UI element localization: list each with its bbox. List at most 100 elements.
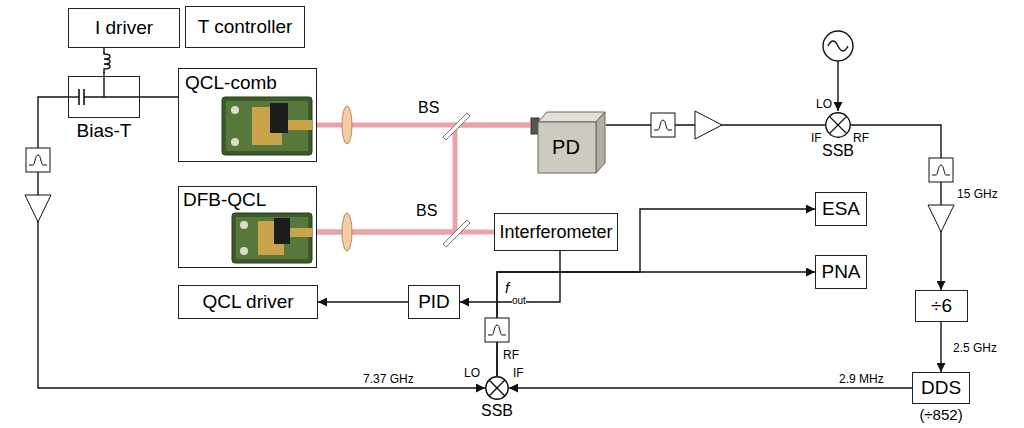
text-holder: 2.5 GHz xyxy=(952,338,998,356)
filter-box xyxy=(485,318,509,342)
port-label: LO xyxy=(816,97,832,111)
filter-box xyxy=(26,148,50,172)
detector-face xyxy=(538,122,596,173)
filter-curve xyxy=(488,325,506,335)
chip-board xyxy=(236,217,308,259)
text-holder: BS xyxy=(416,202,437,220)
coil-ground xyxy=(97,53,113,72)
signal-wire xyxy=(38,97,485,388)
chip-pad xyxy=(290,228,312,237)
node-label: DDS xyxy=(921,377,961,399)
mixer-outline xyxy=(485,376,509,400)
node-label: PD xyxy=(552,136,580,159)
filter-curve xyxy=(654,120,672,130)
text-holder: QCL-comb xyxy=(185,72,277,94)
text-holder: 15 GHz xyxy=(956,184,999,202)
amplifier-symbol xyxy=(695,111,722,139)
text-holder: PD xyxy=(538,122,594,172)
amplifier-symbol xyxy=(25,195,51,222)
wire xyxy=(69,96,79,97)
laser-box: DFB-QCL xyxy=(178,186,317,268)
text-holder: out xyxy=(512,290,526,308)
mixer-outline xyxy=(825,112,851,138)
detector-face xyxy=(538,112,605,122)
chip-picture xyxy=(222,97,312,155)
mixer-cross xyxy=(489,380,505,396)
mixer-cross xyxy=(829,116,846,133)
port-label: RF xyxy=(503,348,519,362)
laser-box: QCL-comb xyxy=(178,68,317,162)
component-label: BS xyxy=(418,99,439,116)
chip-hole xyxy=(240,221,248,229)
photodetector: PD xyxy=(530,108,606,174)
synthesizer-box: DDS(÷852) xyxy=(912,372,970,404)
controller-box: PID xyxy=(408,285,460,319)
connector-group xyxy=(38,48,941,388)
signal-wire xyxy=(940,322,941,372)
text-holder: SSB xyxy=(481,402,513,420)
filter-box xyxy=(651,113,675,137)
frequency-label: 15 GHz xyxy=(956,187,999,201)
filter-symbol xyxy=(26,148,50,172)
mixer-circle xyxy=(826,113,850,137)
chip-hole xyxy=(231,138,239,146)
wire xyxy=(837,61,838,111)
text-holder: BS xyxy=(418,99,439,117)
text-holder: 2.9 MHz xyxy=(838,369,885,387)
node-label: ÷6 xyxy=(931,295,952,317)
node-label: DFB-QCL xyxy=(183,189,266,210)
frequency-label: 7.37 GHz xyxy=(362,372,415,386)
text-holder: 7.37 GHz xyxy=(362,369,415,387)
instrument-box: Interferometer xyxy=(494,213,618,251)
mixer-cross xyxy=(829,116,846,133)
node-label: ESA xyxy=(822,198,860,220)
text-holder: Bias-T xyxy=(77,120,132,142)
frequency-label: 2.9 MHz xyxy=(838,372,885,386)
chip-die xyxy=(274,218,290,244)
node-label: PNA xyxy=(821,261,860,283)
text-holder: LO xyxy=(464,363,480,381)
text-holder: DFB-QCL xyxy=(183,189,266,211)
filter-symbol xyxy=(651,113,675,137)
node-label: SSB xyxy=(481,402,513,419)
text-holder: RF xyxy=(503,345,519,363)
filter-symbol xyxy=(485,318,509,342)
text-holder: ÷6 xyxy=(916,291,967,321)
beam-splitter xyxy=(443,220,470,247)
node-label: PID xyxy=(418,291,450,313)
text-holder: T controller xyxy=(186,7,304,47)
filter-box xyxy=(929,158,953,182)
text-holder: SSB xyxy=(822,142,854,160)
text-holder: I driver xyxy=(69,9,179,47)
port-label: LO xyxy=(464,366,480,380)
amplifier-symbol xyxy=(928,205,954,232)
text-holder: IF xyxy=(811,128,822,146)
text-holder: QCL driver xyxy=(179,286,317,318)
signal-wire xyxy=(140,96,178,97)
chip-die xyxy=(270,103,288,133)
port-label: IF xyxy=(513,366,524,380)
capacitor-symbol xyxy=(78,89,80,105)
mixer-symbol: SSB xyxy=(485,376,509,400)
chip-picture xyxy=(232,213,312,263)
filter-symbol xyxy=(929,158,953,182)
driver-box: QCL driver xyxy=(178,285,318,319)
text-holder: PNA xyxy=(816,256,866,288)
driver-box: I driver xyxy=(68,8,180,48)
signal-wire xyxy=(318,301,408,302)
text-holder: IF xyxy=(513,363,524,381)
chip-board xyxy=(232,213,312,263)
text-holder: PID xyxy=(409,286,459,318)
signal-name: f xyxy=(505,279,509,296)
chip-hole xyxy=(231,106,239,114)
lens-symbol xyxy=(342,213,352,251)
component-label: BS xyxy=(416,202,437,219)
node-label: I driver xyxy=(95,17,153,39)
signal-wire xyxy=(497,272,815,376)
text-holder: f xyxy=(505,279,509,297)
text-holder: RF xyxy=(853,128,869,146)
mixer-cross xyxy=(489,380,505,396)
wire xyxy=(84,96,139,97)
signal-wire xyxy=(497,209,815,376)
